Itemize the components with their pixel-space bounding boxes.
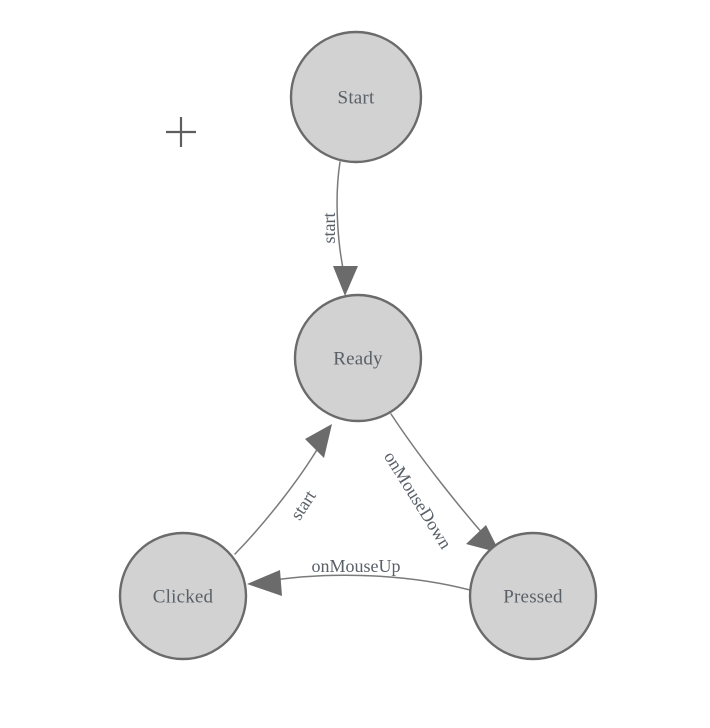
edge-start-to-ready[interactable]: start [319,161,358,296]
edge-path-pressed-to-clicked[interactable] [261,574,471,591]
node-label-start: Start [338,88,375,109]
arrowhead-clicked-from-pressed [247,570,282,596]
node-clicked[interactable]: Clicked [118,531,248,661]
arrowhead-ready-from-start [333,266,358,296]
node-circle-start[interactable] [289,30,423,164]
node-pressed[interactable]: Pressed [468,531,598,661]
node-circle-clicked[interactable] [118,531,248,661]
edge-label-ready-to-pressed: onMouseDown [380,448,456,553]
edge-ready-to-pressed[interactable]: onMouseDown [380,413,500,553]
crosshair-icon[interactable] [166,117,196,147]
edge-label-start-to-ready: start [319,213,339,244]
edge-clicked-to-ready[interactable]: start [234,424,332,555]
edge-label-pressed-to-clicked: onMouseUp [312,556,401,576]
node-circle-pressed[interactable] [468,531,598,661]
edge-path-clicked-to-ready[interactable] [234,447,319,555]
arrowhead-ready-from-clicked [305,424,332,458]
node-label-pressed: Pressed [503,587,563,608]
edge-path-ready-to-pressed[interactable] [390,413,491,543]
node-label-clicked: Clicked [153,587,214,608]
node-ready[interactable]: Ready [293,293,423,423]
node-label-ready: Ready [333,349,383,370]
edge-label-clicked-to-ready: start [286,487,320,524]
node-start[interactable]: Start [289,30,423,164]
arrowhead-pressed-from-ready [466,525,500,553]
node-circle-ready[interactable] [293,293,423,423]
edge-pressed-to-clicked[interactable]: onMouseUp [247,556,471,596]
